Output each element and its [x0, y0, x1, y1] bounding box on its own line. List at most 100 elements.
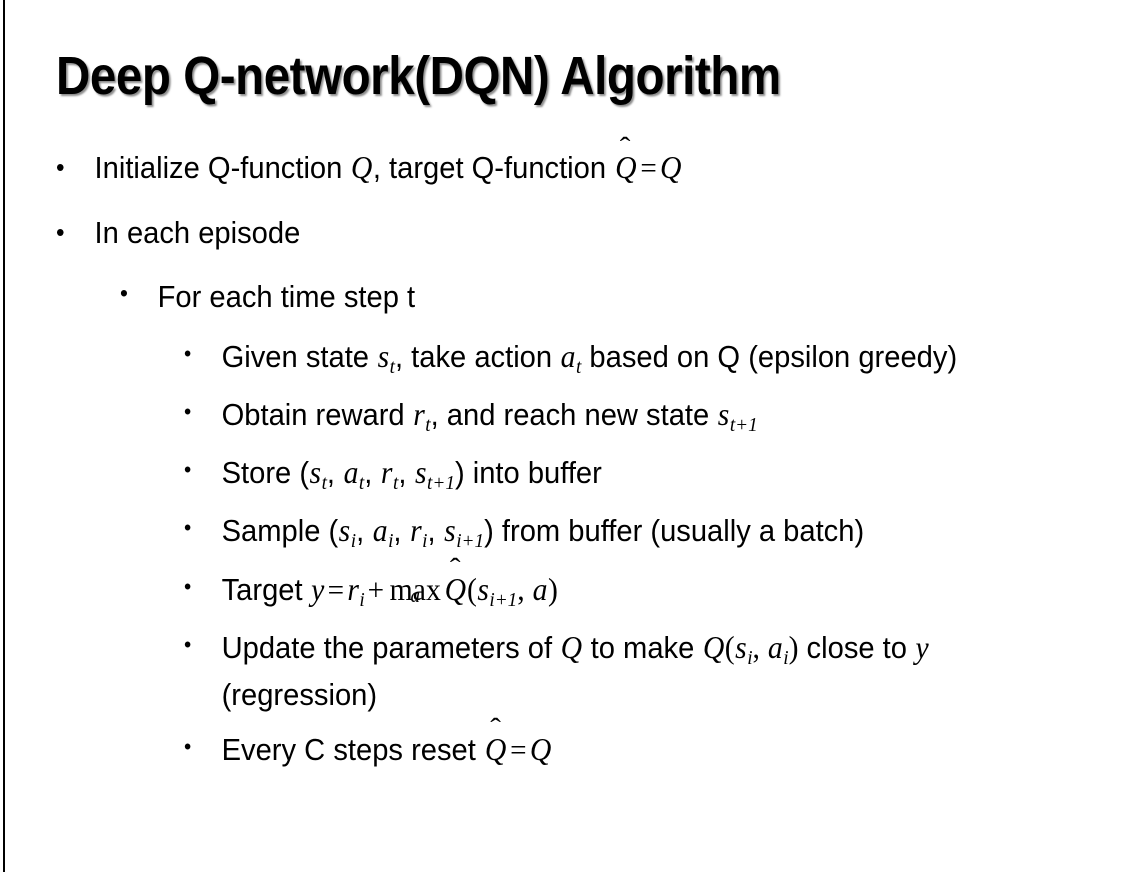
math-q: Q [350, 150, 373, 185]
math-subscript: i+1 [489, 588, 518, 611]
bullet-glyph: • [184, 631, 192, 657]
bullet-obtain-reward: • Obtain reward rt, and reach new state … [184, 393, 1041, 440]
bullet-for-each-time-step: • For each time step t [120, 275, 1037, 319]
math-subscript: t [358, 472, 365, 495]
text-segment: , and reach new state [430, 397, 718, 433]
bullet-glyph: • [184, 399, 192, 425]
left-edge-rule [3, 0, 5, 872]
math-subscript: i [747, 646, 753, 669]
math-max-label: max [389, 571, 441, 607]
text-segment: Update the parameters of [221, 629, 561, 665]
text-segment: to make [582, 629, 703, 665]
bullet-text: Given state st, take action at based on … [222, 335, 1042, 382]
math-r: r [410, 513, 422, 549]
text-segment: , [356, 513, 373, 549]
math-subscript: t+1 [427, 472, 455, 495]
math-q: Q [560, 629, 583, 665]
math-subscript: i [359, 588, 365, 611]
bullet-glyph: • [56, 216, 65, 247]
math-a: a [532, 571, 548, 607]
bullet-glyph: • [184, 515, 192, 541]
bullet-glyph: • [184, 733, 192, 759]
math-subscript: t [389, 356, 395, 379]
math-r: r [413, 397, 425, 433]
math-comma: , [752, 629, 768, 665]
bullet-text: Every C steps reset Q=Q [222, 728, 1042, 773]
math-s: s [735, 629, 747, 665]
bullet-reset-target-network: • Every C steps reset Q=Q [184, 728, 1041, 773]
math-subscript: t [392, 472, 399, 495]
math-equals: = [640, 150, 657, 185]
text-segment: Given state [221, 338, 378, 374]
text-segment: , [393, 513, 410, 549]
text-segment: , [427, 513, 444, 549]
math-max-limit: a [410, 585, 420, 608]
math-comma: , [517, 571, 533, 607]
bullet-sample-tuple: • Sample (si, ai, ri, si+1) from buffer … [184, 509, 1041, 556]
math-s: s [477, 571, 489, 607]
math-subscript: i [350, 530, 357, 553]
math-q: Q [702, 629, 725, 665]
text-segment: close to [798, 629, 916, 665]
text-segment: Obtain reward [221, 397, 413, 433]
math-paren-close: ) [788, 629, 799, 665]
text-segment: Initialize Q-function [94, 150, 351, 185]
bullet-glyph: • [120, 279, 128, 307]
bullet-given-state: • Given state st, take action at based o… [184, 335, 1041, 382]
math-s: s [717, 397, 730, 433]
text-segment: , [398, 455, 415, 491]
math-subscript: t [425, 414, 431, 437]
bullet-list: • Initialize Q-function Q, target Q-func… [56, 146, 1096, 784]
math-s: s [444, 513, 456, 549]
bullet-text: Sample (si, ai, ri, si+1) from buffer (u… [222, 509, 1042, 556]
math-subscript: t [575, 356, 582, 379]
math-s: s [338, 513, 351, 549]
text-segment: based on Q (epsilon greedy) [581, 338, 958, 374]
math-subscript: i [388, 530, 394, 553]
math-subscript: i [422, 530, 428, 553]
math-s: s [377, 338, 390, 374]
math-equals: = [327, 571, 345, 607]
bullet-target-y: • Target y=ri+maxaQ(si+1, a) [184, 568, 1041, 615]
math-subscript: t+1 [729, 414, 758, 437]
math-a: a [767, 629, 783, 665]
math-a: a [560, 338, 576, 374]
bullet-glyph: • [184, 457, 192, 483]
math-paren-close: ) [547, 571, 558, 607]
math-q-hat: Q [444, 568, 467, 613]
math-r: r [347, 571, 359, 607]
math-subscript: t [321, 472, 327, 495]
text-segment: , target Q-function [372, 150, 615, 185]
math-y: y [311, 571, 325, 607]
text-segment: , [364, 455, 381, 491]
text-segment: Store ( [221, 455, 310, 491]
text-segment: Target [221, 571, 311, 607]
math-paren-open: ( [724, 629, 735, 665]
text-segment: Every C steps reset [221, 731, 484, 767]
bullet-in-each-episode: • In each episode [56, 211, 1034, 255]
bullet-text: Store (st, at, rt, st+1) into buffer [222, 451, 1042, 498]
text-segment: (regression) [221, 676, 378, 712]
bullet-glyph: • [184, 340, 192, 366]
text-segment: Sample ( [221, 513, 339, 549]
page-title: Deep Q-network(DQN) Algorithm [56, 46, 781, 106]
math-a: a [372, 513, 388, 549]
bullet-text: Target y=ri+maxaQ(si+1, a) [222, 568, 1042, 615]
bullet-text: Initialize Q-function Q, target Q-functi… [95, 146, 1034, 191]
math-a: a [343, 455, 359, 491]
bullet-text: Obtain reward rt, and reach new state st… [222, 393, 1042, 440]
math-subscript: i+1 [456, 530, 485, 553]
text-segment: , [326, 455, 344, 491]
math-y: y [915, 629, 929, 665]
text-segment: ) from buffer (usually a batch) [484, 513, 865, 549]
math-paren-open: ( [466, 571, 477, 607]
bullet-update-parameters: • Update the parameters of Q to make Q(s… [184, 626, 1041, 717]
math-q: Q [529, 731, 552, 767]
math-s: s [414, 455, 427, 491]
math-r: r [380, 455, 393, 491]
math-subscript: i [783, 646, 789, 669]
math-q: Q [660, 150, 682, 185]
bullet-glyph: • [56, 152, 65, 182]
